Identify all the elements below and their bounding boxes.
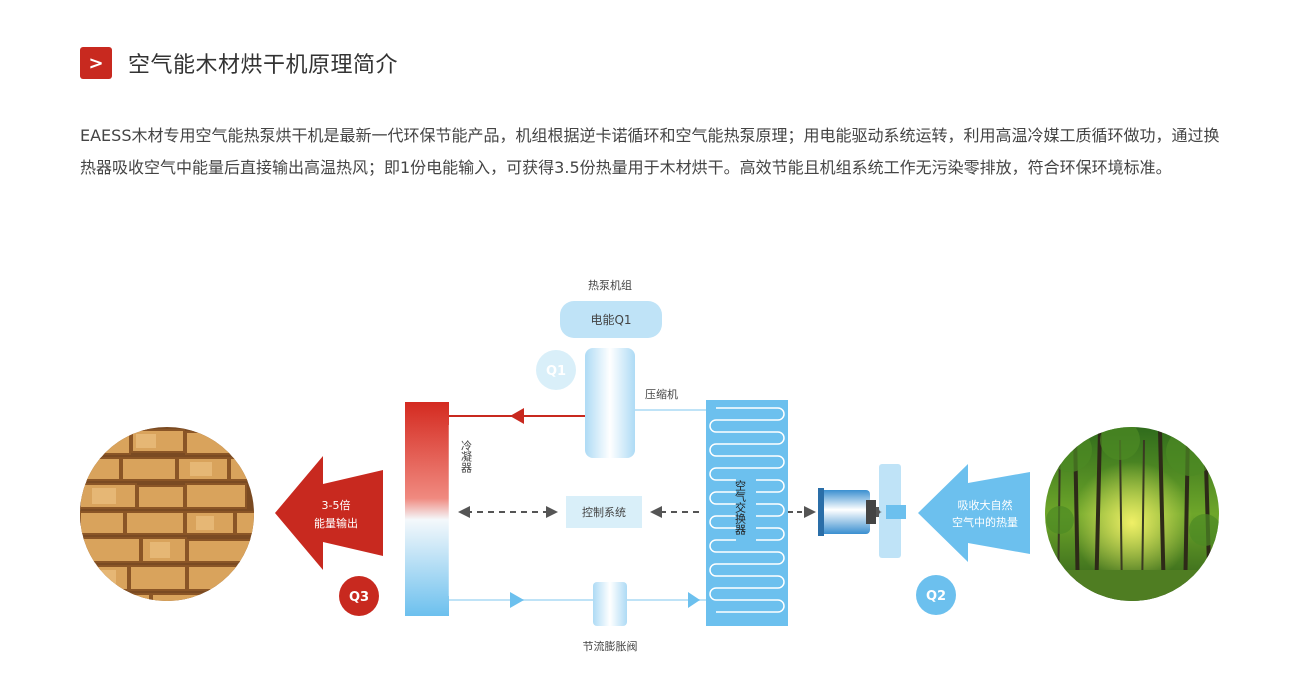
condenser-label: 冷凝器	[460, 440, 473, 474]
control-system-box	[566, 496, 642, 528]
cold-flow-arrow-icon-1	[510, 592, 524, 608]
chevron-right-icon: >	[80, 47, 112, 79]
air-exchanger-label: 空气交换器	[734, 479, 747, 536]
energy-output-arrow	[275, 456, 383, 570]
hot-flow-arrow-icon	[510, 408, 524, 424]
section-header: > 空气能木材烘干机原理简介	[80, 46, 398, 80]
cold-flow-arrow-icon-2	[688, 592, 700, 608]
wood-stack-image	[80, 427, 254, 601]
q3-badge	[339, 576, 379, 616]
power-input-box	[560, 301, 662, 338]
condenser-block	[405, 402, 449, 616]
control-link-left	[458, 506, 558, 518]
control-link-right	[650, 506, 704, 518]
intro-paragraph: EAESS木材专用空气能热泵烘干机是最新一代环保节能产品，机组根据逆卡诺循环和空…	[80, 126, 1220, 177]
control-system-label: 控制系统	[582, 505, 626, 519]
compressor-cylinder	[585, 348, 635, 458]
page-title: 空气能木材烘干机原理简介	[128, 53, 399, 78]
output-label-line2: 能量输出	[314, 516, 358, 530]
absorb-label-line2: 空气中的热量	[952, 515, 1018, 529]
q1-label: Q1	[546, 364, 566, 379]
exchanger-fan-link	[788, 506, 816, 518]
q3-label: Q3	[349, 590, 369, 605]
fan-motor-icon	[818, 488, 886, 536]
expansion-valve	[593, 582, 627, 626]
q1-badge	[536, 350, 576, 390]
q2-label: Q2	[926, 589, 946, 604]
heat-pump-unit-label: 热泵机组	[588, 278, 632, 292]
power-input-label: 电能Q1	[590, 313, 631, 327]
output-label-line1: 3-5倍	[322, 498, 351, 512]
q2-badge	[916, 575, 956, 615]
absorb-label-line1: 吸收大自然	[958, 498, 1013, 512]
expansion-valve-label: 节流膨胀阀	[583, 639, 638, 653]
fan-blade-icon	[879, 464, 906, 558]
compressor-label: 压缩机	[645, 387, 678, 401]
forest-image	[1045, 427, 1219, 601]
exchanger-coil	[709, 407, 785, 613]
heat-absorb-arrow	[918, 464, 1030, 562]
